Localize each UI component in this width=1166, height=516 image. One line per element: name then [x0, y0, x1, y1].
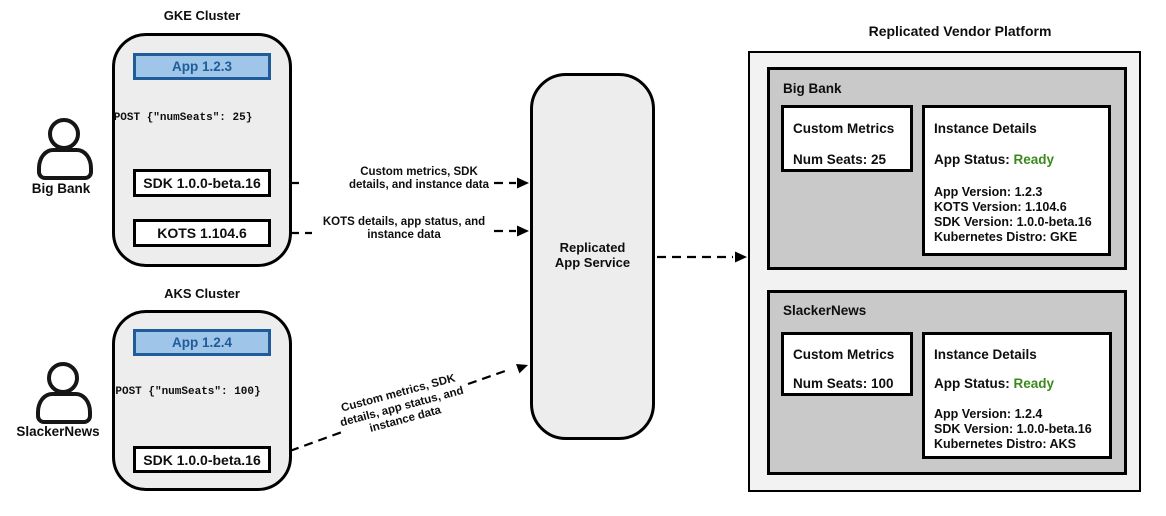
slackernews-panel: SlackerNews Custom Metrics Num Seats: 10…	[767, 290, 1127, 475]
custom-metrics-title: Custom Metrics	[793, 347, 895, 362]
person-head-icon	[48, 118, 80, 150]
app-status-line: App Status: Ready	[934, 152, 1054, 167]
big-bank-user-icon-body	[37, 148, 93, 180]
app-status-value: Ready	[1013, 152, 1055, 167]
replicated-app-service-box	[530, 73, 655, 440]
gke-sdk-box: SDK 1.0.0-beta.16	[133, 169, 271, 197]
app-status-value: Ready	[1013, 376, 1055, 391]
detail-line-kots-version: KOTS Version: 1.104.6	[934, 200, 1067, 214]
slackernews-panel-label: SlackerNews	[783, 303, 867, 318]
replicated-app-service-label: Replicated App Service	[530, 240, 655, 270]
gke-kots-box: KOTS 1.104.6	[133, 219, 271, 247]
detail-line-sdk-version: SDK Version: 1.0.0-beta.16	[934, 422, 1092, 436]
gke-app-version-box: App 1.2.3	[133, 53, 271, 80]
vendor-platform-title: Replicated Vendor Platform	[868, 23, 1052, 39]
service-label-line1: Replicated	[559, 240, 626, 255]
app-status-label: App Status:	[934, 152, 1014, 167]
detail-line-sdk-version: SDK Version: 1.0.0-beta.16	[934, 215, 1092, 229]
person-body-icon	[37, 148, 93, 180]
gke-cluster-title: GKE Cluster	[163, 8, 241, 23]
aks-post-request-label: POST {"numSeats": 100}	[115, 386, 261, 398]
instance-detail-lines: App Version: 1.2.3 KOTS Version: 1.104.6…	[934, 185, 1092, 245]
sdk-flow-label-line2: details, and instance data	[349, 179, 489, 191]
slackernews-user-label: SlackerNews	[16, 424, 100, 439]
kots-flow-arrowhead	[517, 225, 529, 237]
instance-detail-lines: App Version: 1.2.4 SDK Version: 1.0.0-be…	[934, 407, 1092, 452]
instance-details-title: Instance Details	[934, 121, 1037, 136]
big-bank-instance-details-card: Instance Details App Status: Ready App V…	[922, 105, 1111, 256]
big-bank-panel: Big Bank Custom Metrics Num Seats: 25 In…	[767, 67, 1127, 270]
num-seats-value: Num Seats: 25	[793, 152, 887, 167]
num-seats-value: Num Seats: 100	[793, 376, 894, 391]
big-bank-user-icon	[48, 118, 80, 150]
sdk-flow-label-line1: Custom metrics, SDK	[360, 166, 478, 178]
detail-line-k8s-distro: Kubernetes Distro: AKS	[934, 437, 1076, 451]
app-status-label: App Status:	[934, 376, 1014, 391]
big-bank-panel-label: Big Bank	[783, 81, 842, 96]
person-head-icon	[47, 362, 79, 394]
kots-flow-label: KOTS details, app status, and instance d…	[316, 216, 492, 242]
sn-flow-arrowhead	[516, 364, 528, 374]
custom-metrics-title: Custom Metrics	[793, 121, 895, 136]
detail-line-k8s-distro: Kubernetes Distro: GKE	[934, 230, 1078, 244]
sdk-flow-label: Custom metrics, SDK details, and instanc…	[344, 166, 494, 192]
sdk-flow-arrowhead	[517, 177, 529, 189]
detail-line-app-version: App Version: 1.2.4	[934, 407, 1043, 421]
service-arrowhead	[735, 251, 747, 263]
service-label-line2: App Service	[554, 255, 631, 270]
person-body-icon	[36, 392, 92, 424]
aks-sdk-box: SDK 1.0.0-beta.16	[133, 446, 271, 473]
slackernews-user-icon-body	[36, 392, 92, 424]
aks-app-version-box: App 1.2.4	[133, 329, 271, 356]
slackernews-custom-metrics-card: Custom Metrics Num Seats: 100	[781, 332, 913, 396]
app-status-line: App Status: Ready	[934, 376, 1054, 391]
big-bank-custom-metrics-card: Custom Metrics Num Seats: 25	[781, 105, 913, 172]
sn-flow-line-left	[275, 430, 343, 458]
big-bank-user-label: Big Bank	[31, 181, 91, 196]
kots-flow-label-line1: KOTS details, app status, and	[322, 216, 486, 228]
gke-post-request-label: POST {"numSeats": 25}	[113, 112, 253, 124]
kots-flow-label-line2: instance data	[367, 229, 441, 241]
aks-cluster-title: AKS Cluster	[164, 286, 240, 301]
slackernews-user-icon	[47, 362, 79, 394]
detail-line-app-version: App Version: 1.2.3	[934, 185, 1043, 199]
slackernews-instance-details-card: Instance Details App Status: Ready App V…	[922, 332, 1112, 459]
sn-flow-line-right	[467, 368, 509, 386]
instance-details-title: Instance Details	[934, 347, 1037, 362]
